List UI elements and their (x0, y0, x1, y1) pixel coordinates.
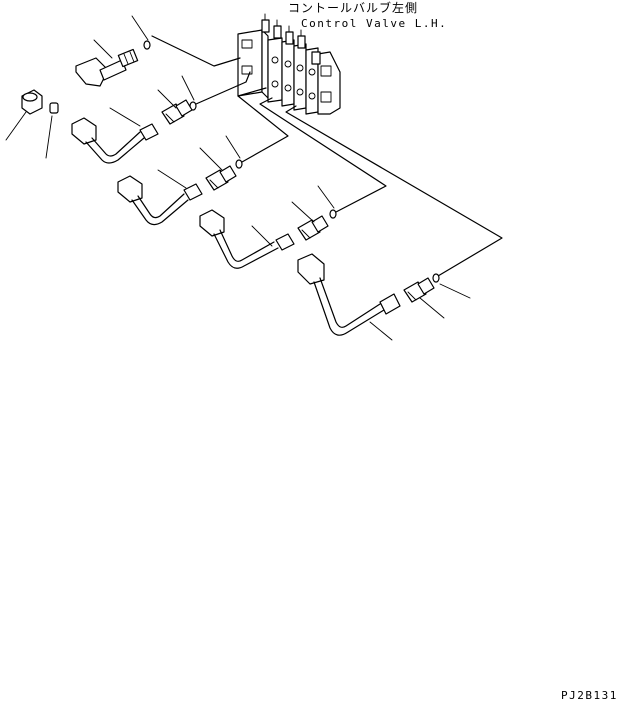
bent-tube-icon (71, 117, 159, 164)
pilot-line-4 (259, 97, 387, 213)
o-ring-icon (235, 159, 243, 169)
control-valve-icon (237, 13, 341, 115)
pilot-line-1 (151, 35, 241, 67)
o-ring-icon (432, 273, 440, 283)
drawing-code: PJ2B131 (561, 689, 618, 702)
pilot-line-2 (195, 71, 251, 105)
connector-icon (205, 165, 237, 191)
connector-icon (297, 215, 329, 241)
pilot-line-3 (237, 87, 289, 163)
bent-tube-icon (117, 175, 203, 226)
cap-nut-icon (21, 89, 43, 115)
diagram-title-japanese: コントールバルブ左側 (288, 1, 419, 15)
o-ring-icon (329, 209, 337, 219)
connector-icon (161, 99, 193, 125)
connector-icon (403, 277, 435, 303)
bent-tube-icon (199, 209, 295, 269)
leader-lines (5, 15, 471, 341)
bent-tube-icon (297, 253, 401, 336)
diagram-title-english: Control Valve L.H. (301, 17, 448, 30)
pilot-line-5 (285, 105, 503, 277)
plug-icon (49, 102, 59, 114)
o-ring-icon (143, 40, 151, 50)
elbow-fitting-icon (75, 48, 139, 87)
